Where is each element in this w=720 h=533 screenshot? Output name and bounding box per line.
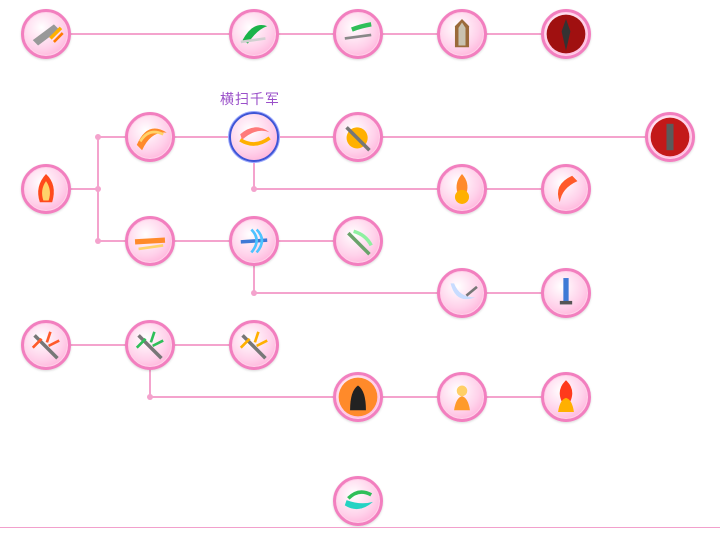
skill-node-selected[interactable]	[229, 112, 279, 162]
crescent-saber-icon	[450, 283, 478, 300]
skill-node[interactable]	[21, 320, 71, 370]
skill-node[interactable]	[21, 9, 71, 59]
skill-node[interactable]	[125, 320, 175, 370]
skill-node[interactable]	[333, 112, 383, 162]
skill-node[interactable]	[21, 164, 71, 214]
skill-node[interactable]	[541, 268, 591, 318]
green-slash-icon	[240, 24, 268, 44]
blue-sword-icon	[559, 278, 573, 305]
skill-node[interactable]	[437, 9, 487, 59]
dark-figure-icon	[338, 377, 378, 417]
flame-sweep-icon	[136, 128, 167, 151]
flame-burst-icon	[454, 174, 470, 204]
wind-blade-icon	[240, 228, 268, 254]
skill-node[interactable]	[437, 372, 487, 422]
sword-wave-icon	[344, 22, 372, 40]
cyan-crescent-icon	[344, 490, 373, 510]
red-crescent-icon	[239, 127, 271, 146]
flame-warrior-icon	[558, 380, 574, 412]
skill-node[interactable]	[541, 372, 591, 422]
sword-green-icon	[135, 331, 164, 360]
skill-node[interactable]	[333, 9, 383, 59]
skill-node[interactable]	[333, 216, 383, 266]
skill-node[interactable]	[125, 112, 175, 162]
skill-node[interactable]	[541, 9, 591, 59]
skill-name-tooltip: 横扫千军	[220, 92, 280, 108]
skill-node[interactable]	[333, 372, 383, 422]
skill-node[interactable]	[541, 164, 591, 214]
skill-node[interactable]	[125, 216, 175, 266]
fire-dash-icon	[134, 237, 166, 251]
bottom-divider	[0, 527, 720, 528]
dark-blade-icon	[546, 14, 586, 54]
golden-warrior-icon	[454, 385, 470, 411]
skill-node[interactable]	[333, 476, 383, 526]
sword-yellow-icon	[239, 331, 268, 360]
fire-crescent-icon	[557, 175, 578, 203]
sword-red-icon	[31, 331, 60, 360]
crimson-pillar-icon	[650, 117, 690, 157]
guardian-statue-icon	[454, 19, 470, 48]
skill-node[interactable]	[229, 320, 279, 370]
skill-node[interactable]	[437, 268, 487, 318]
skill-node[interactable]	[437, 164, 487, 214]
sword-burst-icon	[345, 126, 371, 152]
green-sword-icon	[347, 229, 373, 256]
blade-rush-icon	[32, 24, 64, 46]
skill-node[interactable]	[229, 9, 279, 59]
fire-icon	[38, 174, 54, 203]
skill-node[interactable]	[229, 216, 279, 266]
skill-node[interactable]	[645, 112, 695, 162]
